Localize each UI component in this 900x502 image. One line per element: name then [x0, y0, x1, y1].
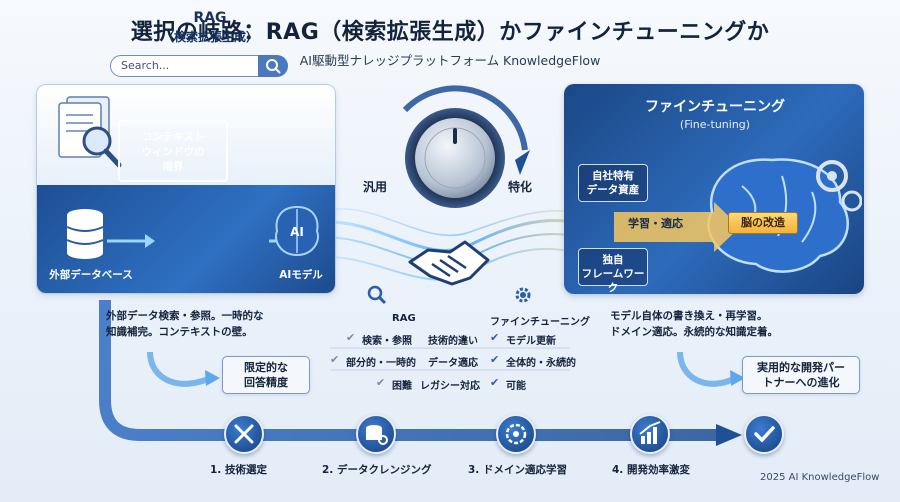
growth-chart-icon: [639, 421, 661, 444]
comparison-criterion: 技術的違い: [428, 336, 478, 347]
final-step-circle: [744, 414, 784, 454]
ai-chip-label: AI: [290, 225, 304, 239]
finetuning-subtitle: (Fine-tuning): [679, 118, 751, 131]
step-2-circle: [356, 414, 396, 454]
step-1-circle: [224, 414, 264, 454]
learning-beam-arrow: [614, 202, 740, 252]
rag-result-box: 限定的な 回答精度: [222, 356, 310, 394]
comparison-header-rag: RAG: [392, 313, 416, 324]
search-icon: [266, 59, 281, 74]
comparison-rag-cell: 検索・参照: [362, 336, 412, 347]
page-subtitle: AI駆動型ナレッジプラットフォーム KnowledgeFlow: [299, 53, 601, 68]
comparison-ft-cell: 可能: [506, 381, 526, 392]
tools-icon: [234, 424, 254, 444]
check-icon: ✔: [376, 376, 386, 389]
comparison-criterion: レガシー対応: [420, 381, 480, 392]
gear-icon: [515, 287, 531, 303]
comparison-ft-cell: 全体的・永続的: [506, 358, 576, 369]
comparison-rag-cell: 困難: [392, 381, 412, 392]
search-button[interactable]: [258, 55, 288, 77]
step-4-label: 4. 開発効率激変: [612, 464, 690, 476]
finetuning-description: モデル自体の書き換え・再学習。 ドメイン適応。永続的な知識定着。: [610, 310, 778, 338]
document-magnifier-icon: [58, 96, 122, 168]
step-3-label: 3. ドメイン適応学習: [468, 464, 567, 476]
magnifier-icon: [367, 285, 387, 305]
step-3-circle: [496, 414, 536, 454]
check-icon: ✔: [330, 353, 340, 366]
page-title: 選択の岐路：RAG（検索拡張生成）かファインチューニングか: [130, 20, 770, 45]
comparison-ft-cell: モデル更新: [506, 336, 556, 347]
comparison-rag-cell: 部分的・一時的: [346, 358, 416, 369]
database-label: 外部データベース: [49, 269, 133, 281]
context-window-box: [118, 120, 228, 182]
rag-title: RAG: [193, 10, 227, 26]
brain-modification-label: 脳の改造: [728, 212, 798, 234]
step-4-circle: [630, 414, 670, 454]
step-2-label: 2. データクレンジング: [322, 464, 432, 476]
knob-label-specialized: 特化: [508, 180, 533, 194]
check-icon: ✔: [490, 353, 500, 366]
check-icon: ✔: [346, 331, 356, 344]
check-icon: [754, 426, 775, 443]
rag-description: 外部データ検索・参照。一時的な 知識補完。コンテキストの壁。: [106, 310, 264, 338]
comparison-header-finetuning: ファインチューニング: [490, 317, 590, 328]
rag-panel: AI: [36, 84, 336, 294]
check-icon: ✔: [490, 331, 500, 344]
target-gear-icon: [505, 423, 527, 445]
step-1-label: 1. 技術選定: [210, 464, 267, 476]
custom-framework-box: 独自 フレームワーク: [578, 248, 648, 294]
footer-copyright: 2025 AI KnowledgeFlow: [760, 472, 880, 483]
proprietary-data-box: 自社特有 データ資産: [578, 164, 648, 202]
ai-model-label: AIモデル: [279, 269, 323, 281]
finetuning-title: ファインチューニング: [645, 99, 785, 115]
knob-label-general: 汎用: [363, 180, 388, 194]
rag-subtitle: （検索拡張生成）: [161, 30, 258, 44]
ai-brain-icon: [275, 205, 319, 257]
database-search-icon: [366, 425, 388, 445]
search-input[interactable]: Search...: [110, 55, 260, 77]
database-icon: [66, 209, 104, 259]
finetuning-result-box: 実用的な開発パー トナーへの進化: [742, 356, 860, 394]
context-window-label: コンテキスト ウィンドウの 限界: [141, 131, 205, 173]
learn-adapt-label: 学習・適応: [628, 217, 683, 230]
check-icon: ✔: [490, 376, 500, 389]
comparison-criterion: データ適応: [428, 358, 478, 369]
